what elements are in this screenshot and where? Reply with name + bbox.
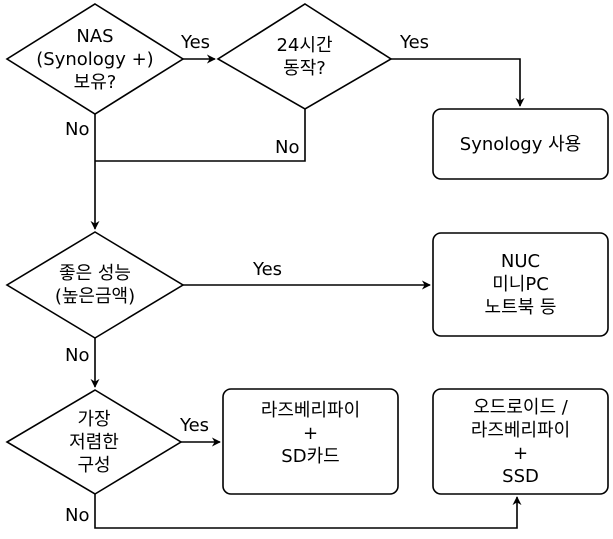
- decision-nas-line-1: NAS: [76, 25, 114, 47]
- process-odroid-line-4: SSD: [502, 465, 539, 487]
- process-raspberry-line-3: SD카드: [281, 445, 340, 467]
- decision-nas: NAS (Synology +) 보유?: [7, 4, 183, 114]
- decision-cheapest-line-2: 저렴한: [69, 431, 119, 453]
- process-raspberry: 라즈베리파이 + SD카드: [223, 389, 398, 477]
- edge-cheapest-no-line: [94, 494, 522, 529]
- edge-label-nas-yes: Yes: [181, 32, 211, 53]
- decision-always-on: 24시간 동작?: [218, 4, 391, 109]
- edge-label-performance-yes: Yes: [253, 259, 283, 280]
- edge-label-nas-no: No: [65, 119, 90, 140]
- edge-label-cheapest-no: No: [65, 505, 90, 526]
- edge-label-cheapest-yes: Yes: [180, 415, 210, 436]
- process-odroid-shape: [432, 388, 609, 495]
- decision-performance: 좋은 성능 (높은금액): [7, 232, 183, 338]
- process-nuc-shape: [432, 232, 609, 337]
- edge-label-always-on-yes: Yes: [400, 32, 430, 53]
- process-odroid-line-3: +: [512, 442, 529, 464]
- process-synology-line-1: Synology 사용: [459, 133, 582, 155]
- decision-performance-line-2: (높은금액): [54, 286, 136, 307]
- process-odroid-line-2: 라즈베리파이: [470, 419, 571, 441]
- process-raspberry-line-1: 라즈베리파이: [260, 399, 361, 421]
- edge-label-always-on-no: No: [275, 137, 300, 158]
- decision-always-on-line-1: 24시간: [276, 34, 333, 56]
- decision-nas-line-2: (Synology +): [36, 48, 154, 70]
- process-synology: Synology 사용: [433, 109, 608, 179]
- edge-always-on-yes-line: [391, 58, 525, 107]
- decision-cheapest: 가장 저렴한 구성: [7, 390, 181, 494]
- process-odroid: 오드로이드 / 라즈베리파이 + SSD: [433, 389, 608, 494]
- process-nuc-line-1: NUC: [500, 251, 541, 272]
- process-raspberry-line-2: +: [302, 422, 319, 444]
- process-odroid-line-1: 오드로이드 /: [473, 396, 568, 418]
- process-nuc-line-3: 노트북 등: [484, 297, 557, 318]
- process-nuc-line-2: 미니PC: [492, 274, 549, 295]
- decision-cheapest-line-1: 가장: [77, 408, 111, 430]
- edge-always-on-no-line: [95, 109, 306, 162]
- edge-label-performance-no: No: [65, 345, 90, 366]
- process-synology-shape: [432, 108, 609, 180]
- process-raspberry-shape: [222, 388, 399, 495]
- decision-cheapest-line-3: 구성: [77, 454, 111, 476]
- process-nuc: NUC 미니PC 노트북 등: [433, 233, 608, 336]
- decision-nas-line-3: 보유?: [73, 71, 117, 93]
- decision-performance-line-1: 좋은 성능: [59, 263, 131, 284]
- decision-always-on-line-2: 동작?: [283, 57, 326, 79]
